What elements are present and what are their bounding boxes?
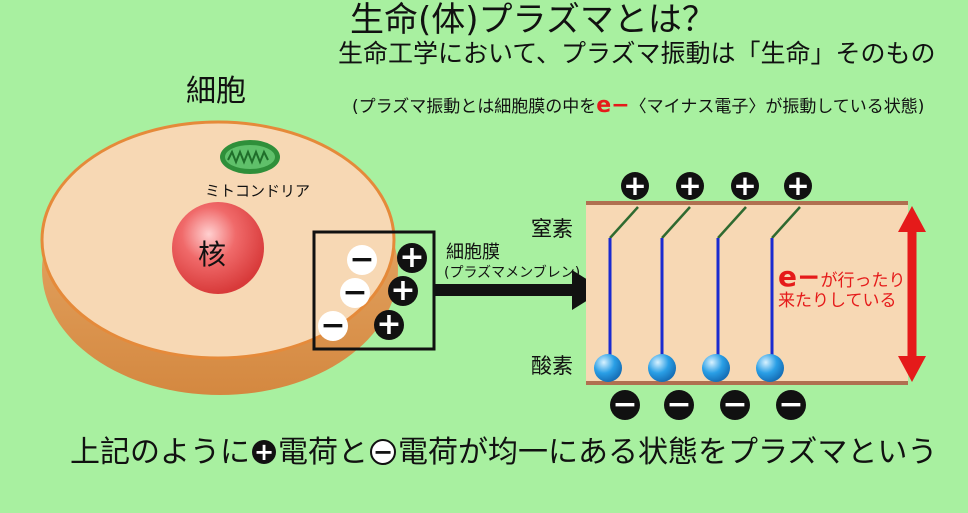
minus-charge: − (340, 278, 370, 308)
caption-part1: 上記のように (70, 435, 250, 470)
plus-charge: + (621, 172, 649, 200)
electron-movement-note: e−が行ったり 来たりしている (778, 263, 906, 312)
minus-charge: − (720, 390, 750, 420)
chain (660, 206, 691, 362)
chain (608, 206, 639, 362)
electron-note-line2: 来たりしている (778, 291, 897, 311)
chain (716, 206, 747, 362)
mitochondria (220, 140, 280, 174)
oxygen-ion (648, 354, 676, 382)
plus-charge: + (388, 276, 418, 306)
electron-movement-arrow (898, 206, 926, 382)
membrane-sublabel: (プラズマメンブレン) (444, 265, 581, 281)
note-electron: e− (596, 93, 630, 118)
caption-part3: 電荷が均一にある状態をプラズマという (398, 435, 938, 470)
plus-charge: + (374, 310, 404, 340)
membrane-label: 細胞膜 (446, 242, 500, 263)
cell-label: 細胞 (186, 74, 246, 109)
oxygen-label: 酸素 (531, 354, 573, 378)
electron-note-line1: が行ったり (820, 271, 906, 291)
minus-charge: − (776, 390, 806, 420)
membrane-section (586, 201, 908, 385)
note-suffix: 〈マイナス電子〉が振動している状態) (629, 97, 925, 117)
mitochondria-label: ミトコンドリア (205, 182, 311, 200)
plus-charge: + (397, 243, 427, 273)
bottom-caption: 上記のように+電荷と−電荷が均一にある状態をプラズマという (70, 433, 937, 473)
plus-charge: + (731, 172, 759, 200)
plasma-note: (プラズマ振動とは細胞膜の中をe−〈マイナス電子〉が振動している状態) (352, 92, 924, 118)
chain (770, 206, 801, 362)
oxygen-ions (594, 354, 784, 382)
page-title: 生命(体)プラズマとは？ (350, 0, 716, 40)
plus-charge: + (676, 172, 704, 200)
minus-charge: − (610, 390, 640, 420)
caption-part2: 電荷と (278, 435, 368, 470)
nucleus (172, 202, 264, 294)
molecular-chains (608, 206, 801, 362)
oxygen-ion (756, 354, 784, 382)
plus-charge: + (784, 172, 812, 200)
oxygen-ion (594, 354, 622, 382)
oxygen-ion (702, 354, 730, 382)
page-subtitle: 生命工学において、プラズマ振動は「生命」そのもの (338, 39, 936, 68)
caption-minus-symbol: − (370, 439, 396, 465)
minus-charge: − (664, 390, 694, 420)
caption-plus-symbol: + (252, 438, 276, 466)
note-prefix: (プラズマ振動とは細胞膜の中を (352, 97, 597, 117)
electron-symbol: e− (778, 260, 821, 293)
minus-charge: − (318, 311, 348, 341)
nitrogen-label: 窒素 (531, 217, 573, 241)
nucleus-label: 核 (198, 238, 227, 271)
minus-charge: − (347, 245, 377, 275)
